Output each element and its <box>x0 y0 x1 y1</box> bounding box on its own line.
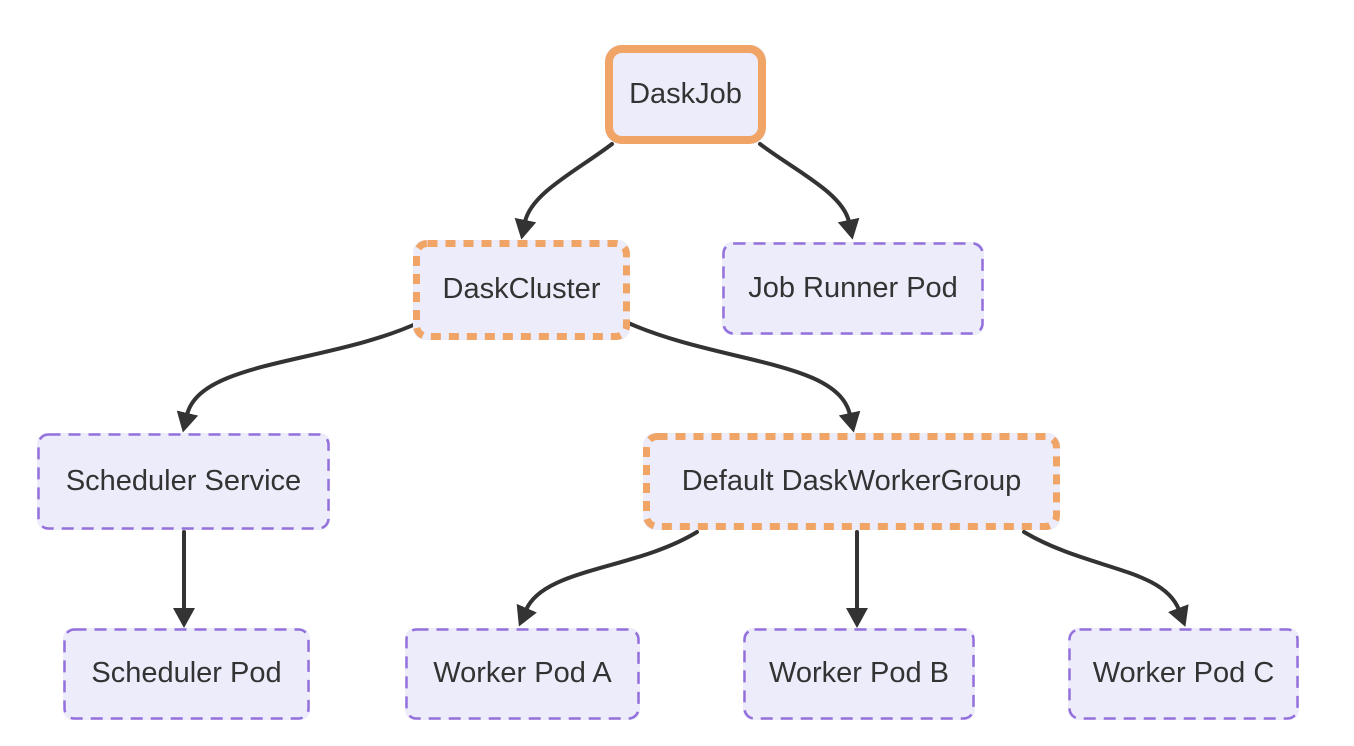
node-label-schedulerservice: Scheduler Service <box>65 464 302 497</box>
node-label-daskjob: DaskJob <box>629 77 742 110</box>
edge-daskcluster-defaultdaskworkergroup <box>624 320 861 433</box>
node-label-schedulerpod: Scheduler Pod <box>91 657 282 690</box>
node-workerpodc: Worker Pod C <box>1068 628 1299 720</box>
node-label-defaultdaskworkergroup: Default DaskWorkerGroup <box>681 464 1022 497</box>
node-label-workerpoda: Worker Pod A <box>433 657 612 690</box>
node-defaultdaskworkergroup: Default DaskWorkerGroup <box>643 433 1060 530</box>
node-label-workerpodb: Worker Pod B <box>769 657 949 690</box>
edge-daskjob-daskcluster <box>514 142 614 240</box>
edge-daskcluster-schedulerservice <box>176 320 422 433</box>
node-label-workerpodc: Worker Pod C <box>1092 657 1275 690</box>
edge-daskjob-jobrunnerpod <box>758 142 860 240</box>
node-daskcluster: DaskCluster <box>413 240 630 340</box>
node-label-daskcluster: DaskCluster <box>442 273 601 306</box>
node-schedulerservice: Scheduler Service <box>37 433 330 530</box>
node-jobrunnerpod: Job Runner Pod <box>722 242 984 335</box>
node-schedulerpod: Scheduler Pod <box>63 628 310 720</box>
node-workerpodb: Worker Pod B <box>743 628 975 720</box>
edge-defaultdaskworkergroup-workerpoda <box>516 530 699 627</box>
node-daskjob: DaskJob <box>605 45 766 144</box>
edge-defaultdaskworkergroup-workerpodc <box>1022 530 1189 627</box>
node-label-jobrunnerpod: Job Runner Pod <box>748 271 958 304</box>
node-workerpoda: Worker Pod A <box>405 628 640 720</box>
